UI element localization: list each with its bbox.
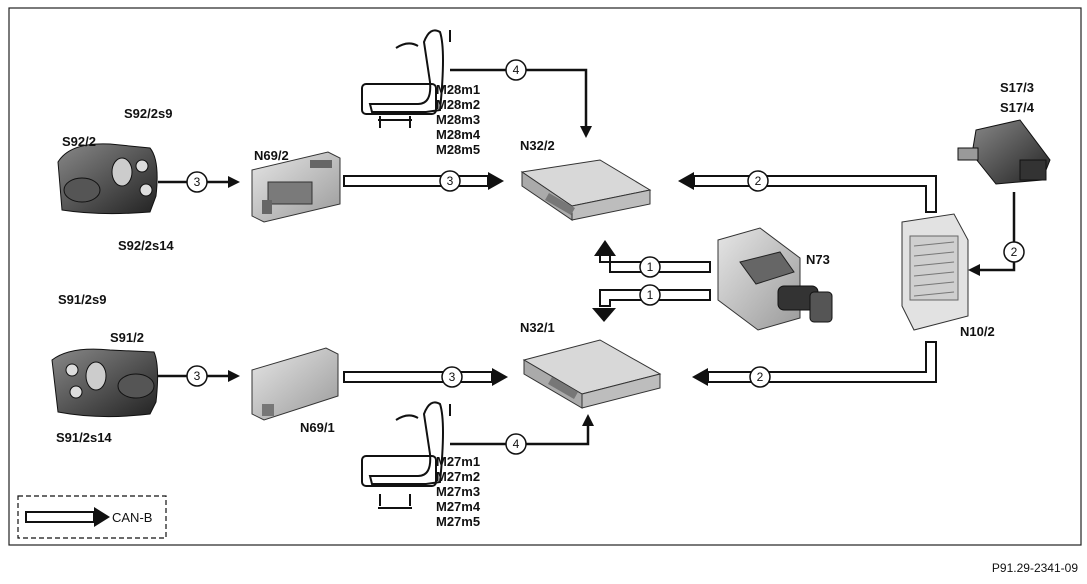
svg-text:3: 3 <box>449 370 456 384</box>
svg-text:3: 3 <box>194 369 201 383</box>
label-motor-bottom-4: M27m4 <box>436 499 481 514</box>
circle-2-b: 2 <box>749 366 771 388</box>
n10-2-sam-module-icon <box>901 213 969 331</box>
label-motor-bottom-2: M27m2 <box>436 469 480 484</box>
label-motor-top-1: M28m1 <box>436 82 480 97</box>
seat-top-icon <box>361 29 451 128</box>
circle-4-a: 4 <box>505 59 527 81</box>
svg-text:1: 1 <box>647 260 654 274</box>
circle-3-b: 3 <box>439 170 461 192</box>
legend-label: CAN-B <box>112 510 152 525</box>
circle-4-b: 4 <box>505 433 527 455</box>
s91-2-switch-block-icon <box>51 348 159 418</box>
n69-2-module-icon <box>251 151 341 223</box>
circle-1-a: 1 <box>639 256 661 278</box>
circle-1-b: 1 <box>639 284 661 306</box>
label-s91-2s9: S91/2s9 <box>58 292 106 307</box>
connection-2-s17-n10-2 <box>968 192 1016 276</box>
label-n32-2: N32/2 <box>520 138 555 153</box>
legend-box: CAN-B <box>17 495 167 539</box>
n32-1-control-unit-icon <box>522 339 662 409</box>
svg-text:2: 2 <box>755 174 762 188</box>
circle-3-a: 3 <box>186 171 208 193</box>
svg-text:3: 3 <box>194 175 201 189</box>
circle-3-c: 3 <box>186 365 208 387</box>
label-motor-top-5: M28m5 <box>436 142 480 157</box>
can-b-n69-1-to-n32-1 <box>343 368 508 386</box>
circle-2-c: 2 <box>1003 241 1025 263</box>
label-motor-bottom-1: M27m1 <box>436 454 480 469</box>
n69-1-module-icon <box>251 347 339 421</box>
label-motor-bottom-3: M27m3 <box>436 484 480 499</box>
label-n10-2: N10/2 <box>960 324 995 339</box>
label-s92-2: S92/2 <box>62 134 96 149</box>
label-motor-top-4: M28m4 <box>436 127 481 142</box>
label-motor-top-2: M28m2 <box>436 97 480 112</box>
circle-2-a: 2 <box>747 170 769 192</box>
label-s17-3: S17/3 <box>1000 80 1034 95</box>
svg-text:4: 4 <box>513 63 520 77</box>
svg-text:2: 2 <box>757 370 764 384</box>
figure-reference: P91.29-2341-09 <box>992 561 1078 575</box>
legend-arrow-icon <box>94 507 110 527</box>
svg-text:1: 1 <box>647 288 654 302</box>
svg-text:2: 2 <box>1011 245 1018 259</box>
label-s91-2: S91/2 <box>110 330 144 345</box>
label-s91-2s14: S91/2s14 <box>56 430 112 445</box>
label-n69-1: N69/1 <box>300 420 335 435</box>
label-n73: N73 <box>806 252 830 267</box>
svg-text:3: 3 <box>447 174 454 188</box>
circle-3-d: 3 <box>441 366 463 388</box>
seat-bottom-icon <box>361 401 451 509</box>
n32-2-control-unit-icon <box>520 159 652 221</box>
label-motor-bottom-5: M27m5 <box>436 514 480 529</box>
s92-2-switch-block-icon <box>57 143 158 215</box>
n73-ignition-switch-icon <box>717 227 833 331</box>
s17-door-contact-switch-icon <box>957 119 1051 185</box>
label-motor-top-3: M28m3 <box>436 112 480 127</box>
label-s17-4: S17/4 <box>1000 100 1035 115</box>
connection-4-seat-top-n32-2 <box>450 68 592 138</box>
label-n32-1: N32/1 <box>520 320 555 335</box>
svg-text:4: 4 <box>513 437 520 451</box>
label-s92-2s9: S92/2s9 <box>124 106 172 121</box>
connection-4-seat-bottom-n32-1 <box>450 414 594 446</box>
can-b-n69-2-to-n32-2 <box>343 172 504 190</box>
label-s92-2s14: S92/2s14 <box>118 238 174 253</box>
label-n69-2: N69/2 <box>254 148 289 163</box>
